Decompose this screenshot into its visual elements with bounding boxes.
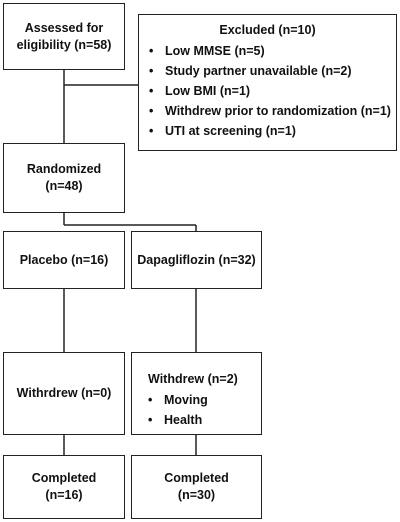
- excluded-box: Excluded (n=10) •Low MMSE (n=5) •Study p…: [138, 14, 397, 151]
- dapagliflozin-box: Dapagliflozin (n=32): [131, 231, 262, 289]
- dapagliflozin-label: Dapagliflozin (n=32): [137, 252, 256, 267]
- bullet-icon: •: [149, 124, 154, 138]
- excluded-reason: •UTI at screening (n=1): [149, 121, 396, 141]
- randomized-box: Randomized (n=48): [3, 143, 125, 213]
- assessed-box: Assessed for eligibility (n=58): [3, 3, 125, 70]
- randomized-line1: Randomized: [26, 162, 102, 176]
- placebo-completed-line1: Completed: [31, 471, 97, 485]
- bullet-icon: •: [149, 104, 154, 118]
- dapa-withdrew-title: Withdrew (n=2): [148, 372, 238, 386]
- placebo-completed-line2: (n=16): [45, 488, 83, 502]
- excluded-title: Excluded (n=10): [219, 23, 316, 37]
- assessed-line1: Assessed for: [24, 20, 104, 35]
- dapa-completed-box: Completed (n=30): [131, 455, 262, 519]
- dapa-completed-line2: (n=30): [177, 488, 216, 502]
- placebo-withdrew-label: Withrdrew (n=0): [16, 386, 112, 400]
- dapa-completed-line1: Completed: [164, 471, 229, 485]
- excluded-reason: •Low BMI (n=1): [149, 81, 396, 101]
- placebo-completed-box: Completed (n=16): [3, 455, 125, 519]
- dapa-withdrew-reasons: •Moving •Health: [148, 390, 261, 430]
- withdrew-reason: •Health: [148, 410, 261, 430]
- excluded-reason: •Study partner unavailable (n=2): [149, 61, 396, 81]
- withdrew-reason: •Moving: [148, 390, 261, 410]
- placebo-box: Placebo (n=16): [3, 231, 125, 289]
- excluded-reason: •Low MMSE (n=5): [149, 41, 396, 61]
- assessed-line2: eligibility (n=58): [16, 37, 112, 52]
- randomized-line2: (n=48): [45, 179, 83, 193]
- placebo-label: Placebo (n=16): [19, 252, 109, 267]
- bullet-icon: •: [149, 44, 154, 58]
- dapa-withdrew-box: Withdrew (n=2) •Moving •Health: [131, 352, 262, 435]
- placebo-withdrew-box: Withrdrew (n=0): [3, 352, 125, 435]
- bullet-icon: •: [149, 84, 154, 98]
- excluded-reason: •Withdrew prior to randomization (n=1): [149, 101, 396, 121]
- excluded-reasons-list: •Low MMSE (n=5) •Study partner unavailab…: [149, 41, 396, 141]
- bullet-icon: •: [148, 413, 153, 427]
- bullet-icon: •: [148, 393, 153, 407]
- bullet-icon: •: [149, 64, 154, 78]
